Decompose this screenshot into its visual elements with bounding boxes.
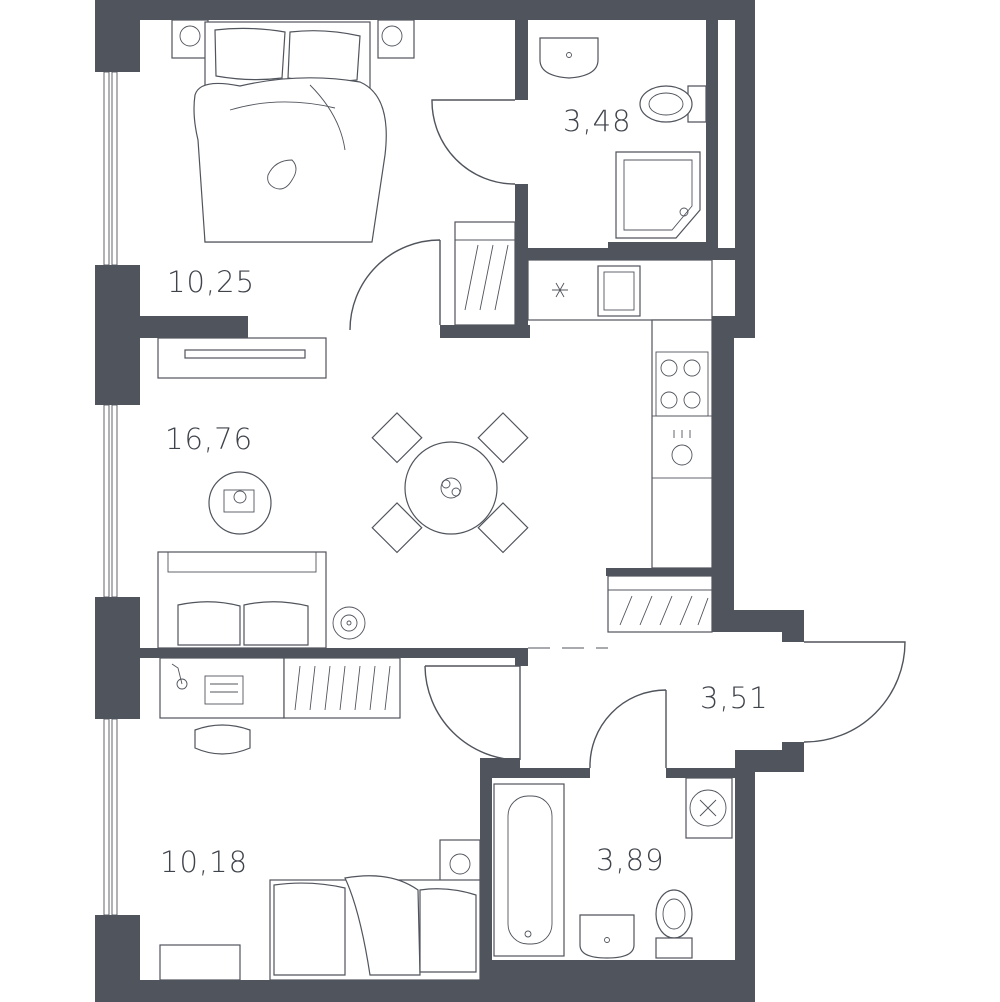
kitchen-counter [527, 259, 713, 569]
floor-lamp [332, 606, 366, 640]
sofa [157, 551, 327, 649]
desk [159, 657, 285, 755]
wardrobe-bedroom-2 [283, 657, 401, 719]
bathroom-2-fixtures [493, 777, 733, 959]
tv-console [157, 337, 327, 379]
bed-single [269, 839, 481, 981]
nightstand-bedroom-2 [159, 944, 241, 981]
windows [103, 71, 118, 916]
wardrobe-hall [607, 575, 713, 633]
bathroom-1-fixtures [539, 37, 707, 239]
coffee-table [208, 471, 272, 535]
room-area-living-kitchen: 16,76 [165, 422, 253, 456]
dining-table [371, 412, 529, 554]
room-area-bathroom-1: 3,48 [563, 104, 632, 138]
bed-double [171, 19, 415, 243]
room-area-bathroom-2: 3,89 [596, 843, 665, 877]
room-area-hallway: 3,51 [700, 681, 769, 715]
walls [95, 0, 804, 1002]
room-area-bedroom-2: 10,18 [160, 845, 248, 879]
room-labels: 10,25 3,48 16,76 3,51 10,18 3,89 [160, 104, 769, 879]
wardrobe-bedroom-1 [454, 221, 516, 326]
room-area-bedroom-1: 10,25 [167, 265, 255, 299]
doors [349, 99, 906, 769]
